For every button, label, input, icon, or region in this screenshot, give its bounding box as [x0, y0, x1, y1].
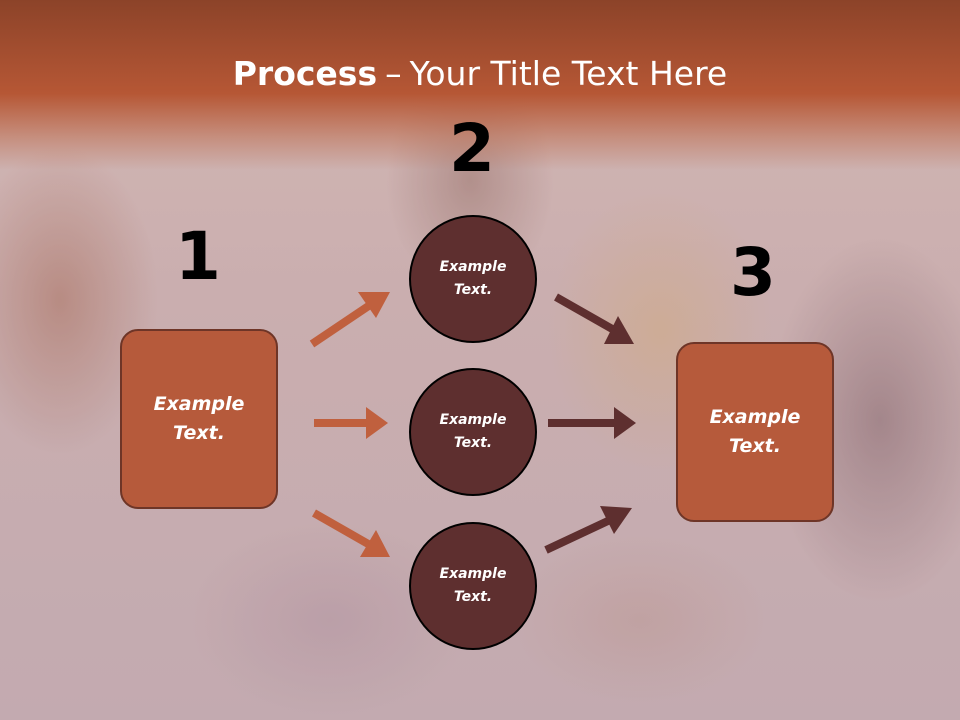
- title-band: [0, 0, 960, 170]
- title-regular: Your Title Text Here: [409, 54, 728, 93]
- circle-bottom: Example Text.: [409, 522, 537, 650]
- circle-bottom-label: Example Text.: [439, 566, 507, 605]
- arrow-left-to-bottom: [312, 509, 390, 557]
- circle-top-label: Example Text.: [439, 259, 507, 298]
- circle-middle-label: Example Text.: [439, 412, 507, 451]
- arrow-bottom-to-right: [544, 506, 632, 554]
- title-separator: –: [385, 54, 402, 93]
- circle-middle: Example Text.: [409, 368, 537, 496]
- box-right-label: Example Text.: [709, 406, 801, 457]
- circle-top: Example Text.: [409, 215, 537, 343]
- slide-title: Process–Your Title Text Here: [0, 52, 960, 96]
- step-number-1: 1: [175, 218, 221, 295]
- arrow-left-to-middle: [314, 407, 388, 439]
- arrow-middle-to-right: [548, 407, 636, 439]
- arrow-left-to-top: [309, 292, 390, 348]
- step-number-3: 3: [730, 234, 776, 311]
- step-number-2: 2: [449, 110, 495, 187]
- box-left: Example Text.: [120, 329, 278, 509]
- title-bold: Process: [232, 54, 378, 93]
- arrow-top-to-right: [554, 293, 634, 344]
- box-right: Example Text.: [676, 342, 834, 522]
- box-left-label: Example Text.: [153, 393, 245, 444]
